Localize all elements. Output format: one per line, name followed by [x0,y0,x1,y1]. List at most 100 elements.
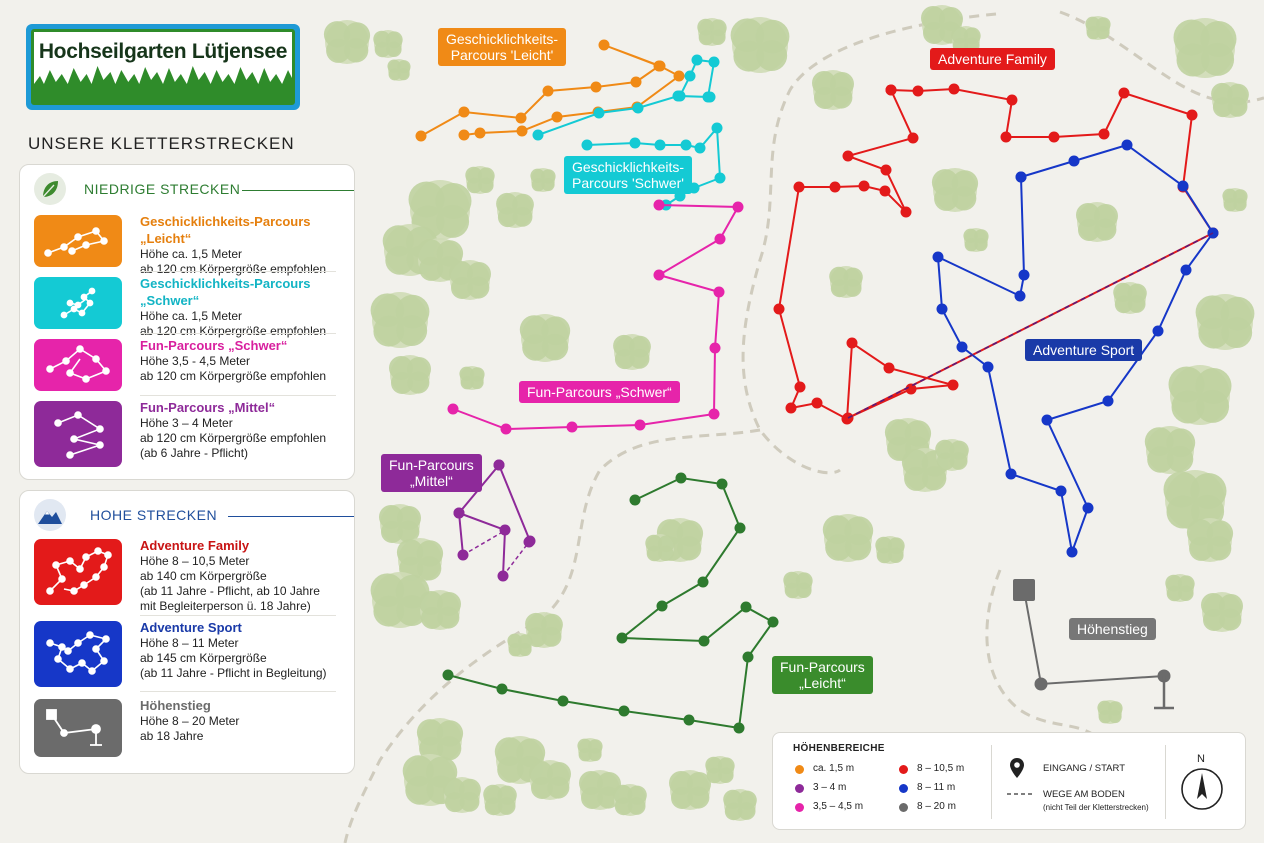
tree-icon [1097,700,1123,724]
route-note-adventure-sport: (ab 11 Jahre - Pflicht in Begleitung) [140,666,327,680]
route-fun-leicht [442,472,779,734]
route-title-fun-schwer: Fun-Parcours „Schwer“ [140,338,288,353]
route-title-hoehenstieg: Höhenstieg [140,698,211,713]
tree-icon [1186,518,1234,562]
tree-icon [901,448,949,492]
tree-icon [1211,82,1249,118]
route-node [500,423,512,435]
route-node [708,408,720,420]
leaf-icon [34,173,66,205]
tree-icon [963,228,989,252]
tree-icon [443,777,481,813]
route-node [581,139,593,151]
tree-icon [373,30,403,58]
route-node [733,722,745,734]
tree-icon [613,784,647,816]
route-node [704,91,716,103]
route-node [883,362,895,374]
tree-icon [530,168,556,192]
route-node [1118,87,1130,99]
tree-icon [389,355,431,395]
route-entry-adventure-sport: Adventure Sport Höhe 8 – 11 Meter ab 145… [34,619,346,687]
map-legend: HÖHENBEREICHE ca. 1,5 m 3 – 4 m 3,5 – 4,… [772,732,1246,830]
route-node [905,383,917,395]
hoehenstieg-end-marker [1154,676,1174,710]
route-node [551,111,563,123]
route-node [740,601,752,613]
compass-north-label: N [1197,753,1205,765]
tree-icon [1165,574,1195,602]
tree-icon [829,266,863,298]
tree-icon [730,17,790,73]
legend-label: ca. 1,5 m [813,763,855,774]
route-node [447,403,459,415]
route-adventure-family [773,83,1219,425]
route-node [496,683,508,695]
tree-icon [379,504,421,544]
tree-icon [483,784,517,816]
route-node [1034,677,1048,691]
route-node [1006,94,1018,106]
route-node [1121,139,1133,151]
route-requirement-hoehenstieg: ab 18 Jahre [140,729,204,743]
route-node [956,341,968,353]
route-node [948,83,960,95]
panel-separator [140,271,336,272]
map-label-fun-leicht: Fun-Parcours „Leicht“ [772,656,873,694]
tree-icon [525,612,563,648]
route-node [616,632,628,644]
route-node [1068,155,1080,167]
route-node [634,419,646,431]
tree-icon [507,633,533,657]
route-node [1180,264,1192,276]
tree-icon [529,760,571,800]
route-requirement-fun-mittel: ab 120 cm Körpergröße empfohlen [140,431,327,445]
route-node [1102,395,1114,407]
route-entry-hoehenstieg: Höhenstieg Höhe 8 – 20 Meter ab 18 Jahre [34,697,346,759]
tree-icon [812,70,854,110]
location-pin-icon [1010,758,1024,778]
legend-dot [899,784,908,793]
route-node [846,337,858,349]
route-node [566,421,578,433]
route-swatch-fun-schwer [34,339,122,391]
tree-icon [1222,188,1248,212]
legend-paths-note: (nicht Teil der Kletterstrecken) [1043,803,1149,812]
map-label-fun-mittel: Fun-Parcours „Mittel“ [381,454,482,492]
route-requirement-geschick-schwer: ab 120 cm Körpergröße empfohlen [140,324,327,338]
route-swatch-adventure-family [34,539,122,605]
route-node [458,129,470,141]
legend-label: 8 – 20 m [917,801,956,812]
tree-icon [1168,365,1232,425]
route-node [1066,546,1078,558]
route-swatch-geschick-schwer [34,277,122,329]
tree-icon [935,439,969,471]
tree-icon [931,168,979,212]
route-node [708,56,720,68]
route-node [785,402,797,414]
route-title-geschick-schwer: Geschicklichkeits-Parcours „Schwer“ [140,276,311,308]
low-routes-label: NIEDRIGE STRECKEN [84,181,241,197]
route-node [415,130,427,142]
route-node [912,85,924,97]
route-requirement-adventure-family: ab 140 cm Körpergröße [140,569,267,583]
tree-icon [705,756,735,784]
route-node [458,106,470,118]
route-fun-mittel-b [493,459,536,548]
low-routes-panel: NIEDRIGE STRECKEN Geschicklichkeits-Parc… [19,164,355,480]
route-requirement-geschick-leicht: ab 120 cm Körpergröße empfohlen [140,262,327,276]
tree-icon [822,514,874,562]
map-label-hoehenstieg: Höhenstieg [1069,618,1156,640]
route-node [947,379,959,391]
route-node [515,112,527,124]
route-node [794,381,806,393]
high-routes-panel: HOHE STRECKEN Adventure Family Höhe 8 – … [19,490,355,774]
tree-icon [783,571,813,599]
route-entry-geschick-schwer: Geschicklichkeits-Parcours „Schwer“ Höhe… [34,275,346,338]
tree-icon [323,20,371,64]
tree-icon [496,192,534,228]
tree-icon [1195,294,1255,350]
forest-icon [34,66,292,102]
route-node [1082,502,1094,514]
